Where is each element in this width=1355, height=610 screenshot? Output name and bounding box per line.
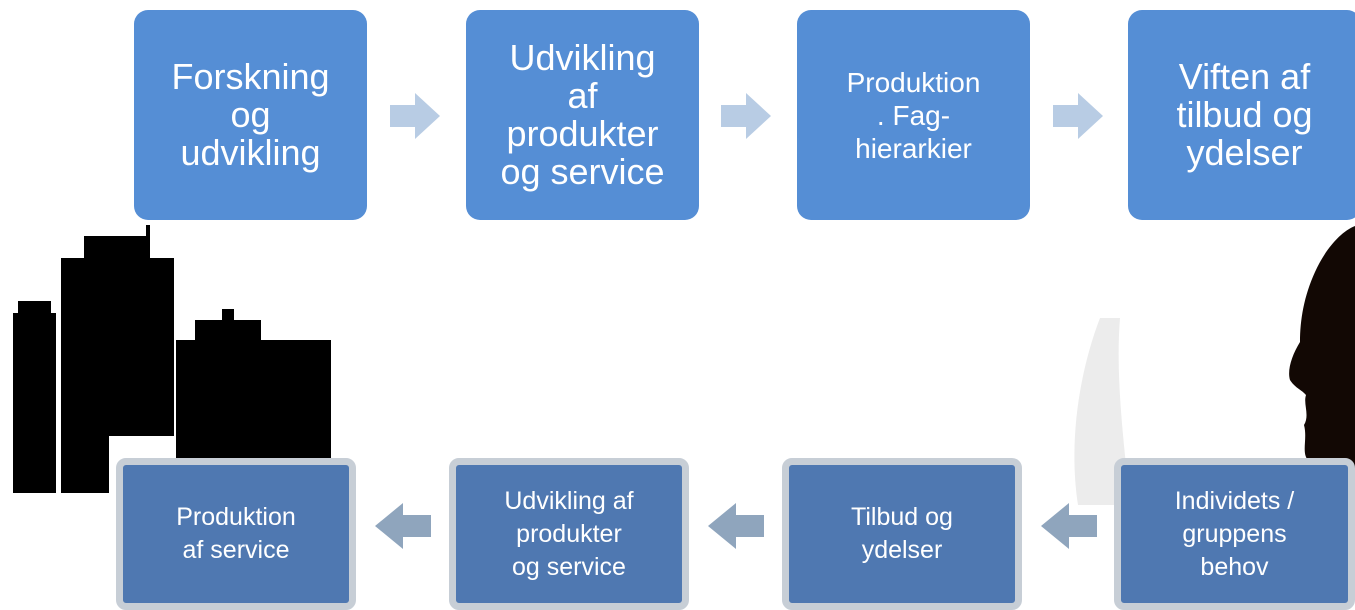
top-box-1-label: Forskning og udvikling: [171, 56, 330, 173]
bottom-box-1: Produktion af service: [116, 458, 356, 610]
top-box-2: Udvikling af produkter og service: [466, 10, 699, 220]
bottom-box-1-label: Produktion af service: [176, 503, 296, 564]
bottom-box-2-label: Udvikling af produkter og service: [504, 486, 634, 581]
left-arrow-icon: [375, 503, 431, 549]
top-box-3: Produktion . Fag- hierarkier: [797, 10, 1030, 220]
bottom-box-3: Tilbud og ydelser: [782, 458, 1022, 610]
left-arrow-icon: [708, 503, 764, 549]
right-arrow-icon: [390, 93, 440, 139]
left-arrow-icon: [1041, 503, 1097, 549]
right-arrow-icon: [1053, 93, 1103, 139]
bottom-box-2: Udvikling af produkter og service: [449, 458, 689, 610]
right-arrow-icon: [721, 93, 771, 139]
top-box-2-label: Udvikling af produkter og service: [500, 37, 665, 192]
top-box-4-label: Viften af tilbud og ydelser: [1176, 56, 1313, 173]
bottom-box-4-label: Individets / gruppens behov: [1174, 486, 1295, 581]
top-box-3-label: Produktion . Fag- hierarkier: [846, 66, 981, 164]
top-box-4: Viften af tilbud og ydelser: [1128, 10, 1355, 220]
city-skyline-icon: [13, 225, 331, 493]
top-box-1: Forskning og udvikling: [134, 10, 367, 220]
bottom-box-4: Individets / gruppens behov: [1114, 458, 1355, 610]
bottom-box-3-label: Tilbud og ydelser: [851, 503, 953, 564]
